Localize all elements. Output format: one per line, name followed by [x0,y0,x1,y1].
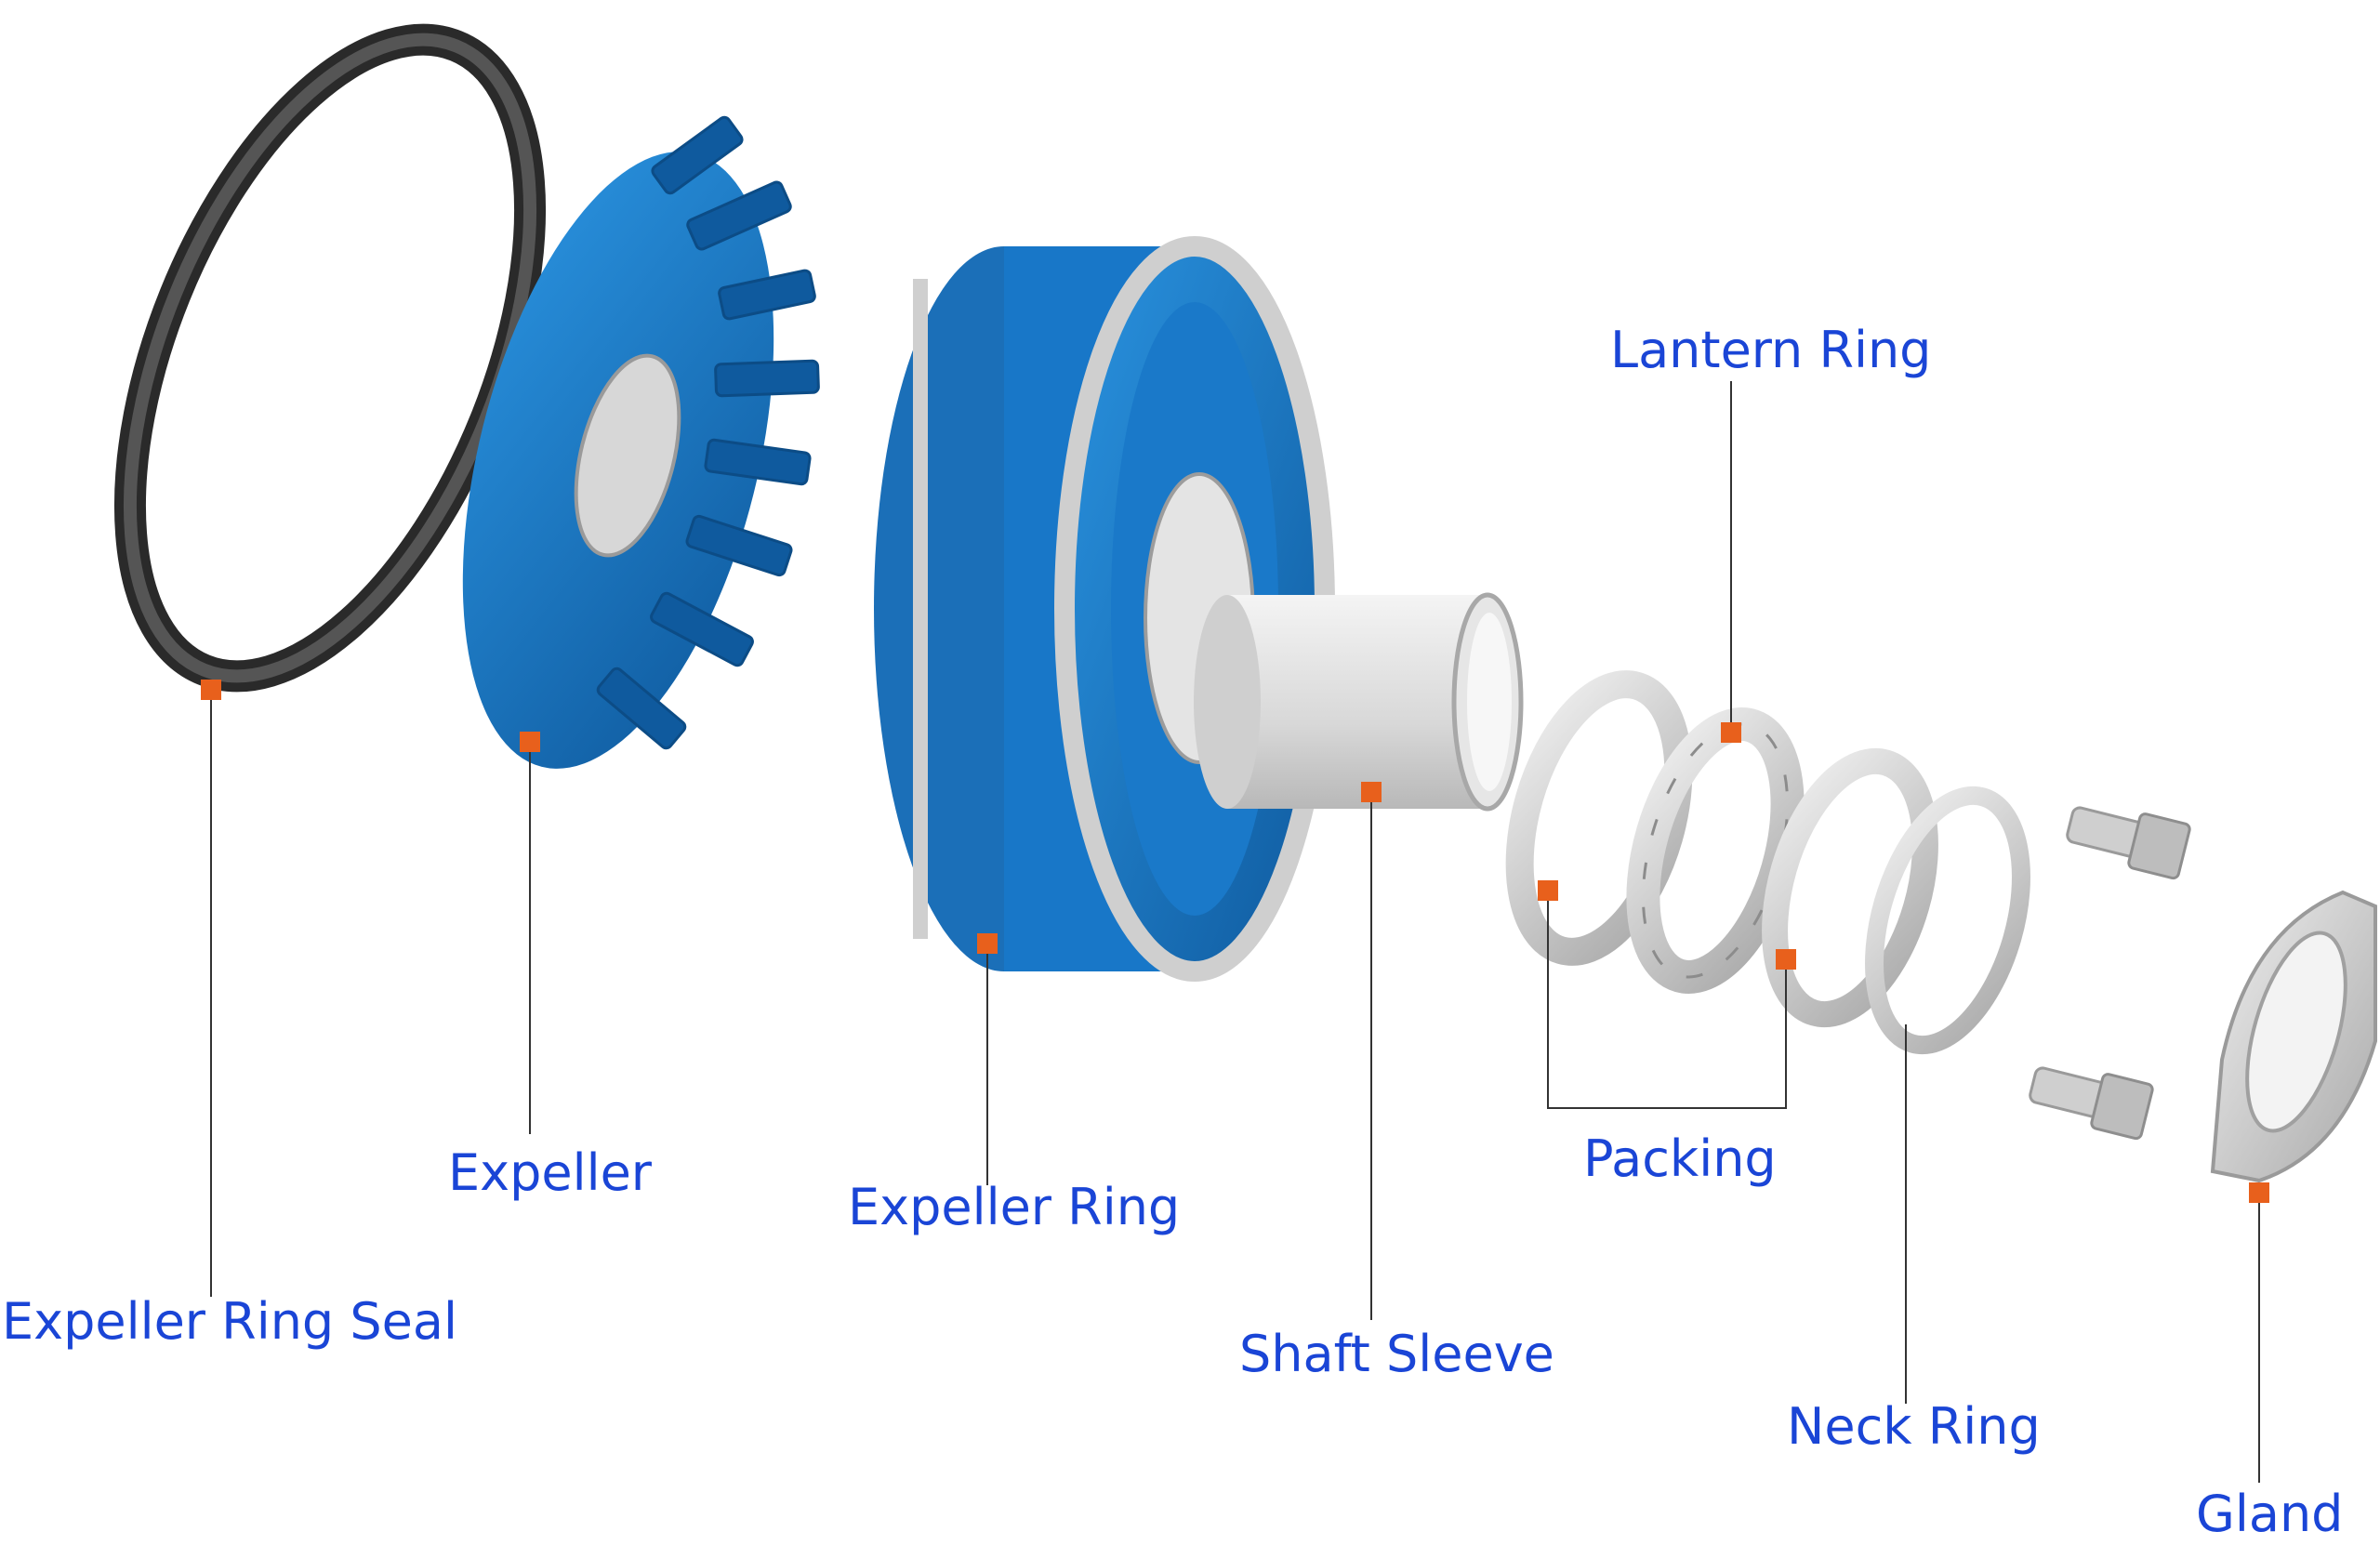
lower-bolt-part [2029,1066,2154,1141]
upper-bolt-part [2066,806,2191,880]
label-packing: Packing [1583,1129,1777,1188]
leader-lines [210,381,2260,1483]
marker-gland [2249,1182,2269,1203]
label-lantern-ring: Lantern Ring [1610,321,1932,379]
marker-packing-2 [1776,949,1796,970]
marker-packing-1 [1538,880,1558,901]
label-expeller: Expeller [448,1143,653,1202]
marker-expeller [520,732,540,752]
marker-expeller-ring-seal [201,680,221,700]
marker-expeller-ring [977,933,998,954]
label-expeller-ring-seal: Expeller Ring Seal [2,1292,457,1351]
packing-ring-1-part [1505,670,1693,966]
label-neck-ring: Neck Ring [1787,1397,2041,1456]
neck-ring-part [1865,786,2030,1055]
label-expeller-ring: Expeller Ring [848,1178,1181,1236]
shaft-sleeve-part [1194,592,1524,812]
marker-lantern-ring [1721,722,1741,743]
gland-part [2210,890,2377,1183]
leader-packing [1547,891,1787,1109]
expeller-part [462,115,820,769]
markers [201,680,2269,1203]
label-gland: Gland [2196,1485,2344,1543]
label-shaft-sleeve: Shaft Sleeve [1239,1325,1554,1383]
packing-ring-2-part [1762,747,1938,1028]
marker-shaft-sleeve [1361,782,1382,802]
